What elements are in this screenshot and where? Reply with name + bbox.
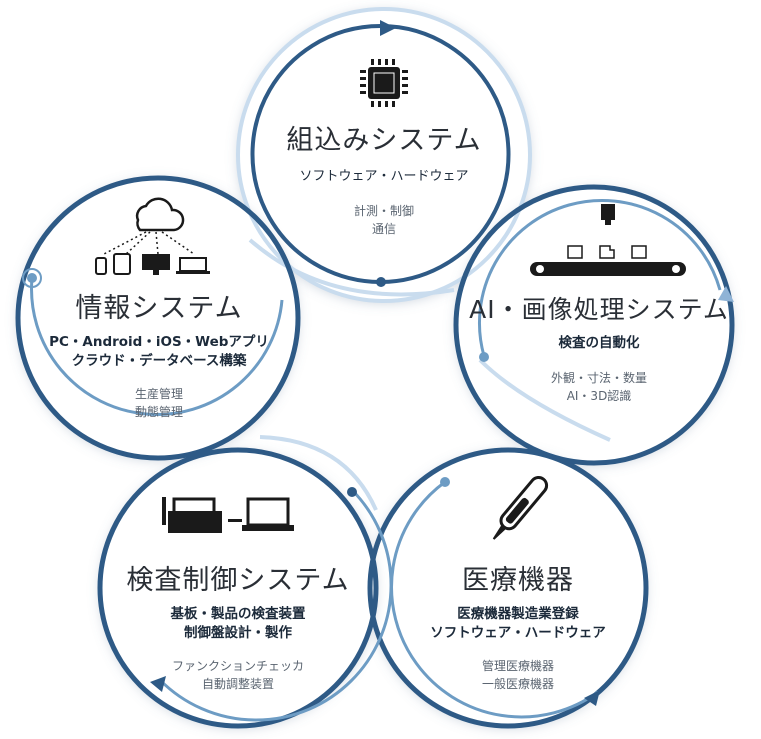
node-detail: AI・3D認識	[566, 389, 632, 403]
microchip-icon	[360, 59, 408, 107]
node-medical: 医療機器 医療機器製造業登録 ソフトウェア・ハードウェア 管理医療機器 一般医療…	[398, 558, 638, 693]
node-detail: 計測・制御	[353, 204, 414, 218]
arrow-bottom-left-icon	[150, 676, 166, 692]
circle-embedded	[238, 9, 530, 301]
node-detail: ファンクションチェッカ	[171, 659, 304, 673]
node-title: 医療機器	[462, 565, 574, 596]
node-subtitle: ソフトウェア・ハードウェア	[430, 625, 606, 641]
node-inspection: 検査制御システム 基板・製品の検査装置 制御盤設計・製作 ファンクションチェッカ…	[118, 558, 358, 693]
dot-info-inner	[27, 273, 37, 283]
ring-strokes	[15, 7, 735, 729]
dot-ai	[479, 352, 489, 362]
node-detail: 通信	[371, 222, 396, 236]
arrow-right-icon	[718, 286, 734, 302]
dot-info-outer	[22, 268, 42, 288]
node-subtitle: 医療機器製造業登録	[457, 606, 579, 622]
node-subtitle: 検査の自動化	[558, 335, 640, 351]
node-subtitle: 基板・製品の検査装置	[170, 606, 306, 622]
node-title: AI・画像処理システム	[469, 295, 729, 324]
node-title: 情報システム	[75, 293, 243, 324]
node-detail: 外観・寸法・数量	[550, 371, 647, 385]
node-detail: 自動調整装置	[201, 677, 274, 691]
node-subtitle: ソフトウェア・ハードウェア	[299, 169, 469, 184]
node-title: 組込みシステム	[286, 125, 482, 156]
node-ai-image: AI・画像処理システム 検査の自動化 外観・寸法・数量 AI・3D認識	[464, 290, 734, 405]
node-subtitle: 制御盤設計・製作	[184, 625, 292, 641]
arrow-bottom-right-icon	[584, 690, 600, 706]
dot-inspection	[347, 487, 357, 497]
node-subtitle: PC・Android・iOS・Webアプリ	[49, 334, 269, 350]
conveyor-camera-icon	[530, 204, 686, 276]
node-detail: 動態管理	[134, 405, 183, 419]
cloud-devices-icon	[95, 197, 210, 275]
ring-dots	[22, 268, 489, 497]
arrowheads	[150, 20, 734, 706]
node-detail: 生産管理	[134, 387, 183, 401]
node-detail: 管理医療機器	[481, 659, 554, 673]
node-info: 情報システム PC・Android・iOS・Webアプリ クラウド・データベース…	[34, 286, 284, 421]
printer-laptop-icon	[162, 497, 294, 533]
circle-info	[18, 178, 298, 458]
node-detail: 一般医療機器	[481, 677, 554, 691]
dot-embedded	[376, 277, 386, 287]
circle-medical	[370, 450, 646, 726]
node-subtitle: クラウド・データベース構築	[71, 353, 247, 369]
dot-medical	[440, 477, 450, 487]
thermometer-icon	[492, 475, 549, 540]
node-embedded: 組込みシステム ソフトウェア・ハードウェア 計測・制御 通信	[264, 118, 504, 238]
node-title: 検査制御システム	[126, 565, 350, 596]
arrow-top-icon	[380, 20, 396, 36]
